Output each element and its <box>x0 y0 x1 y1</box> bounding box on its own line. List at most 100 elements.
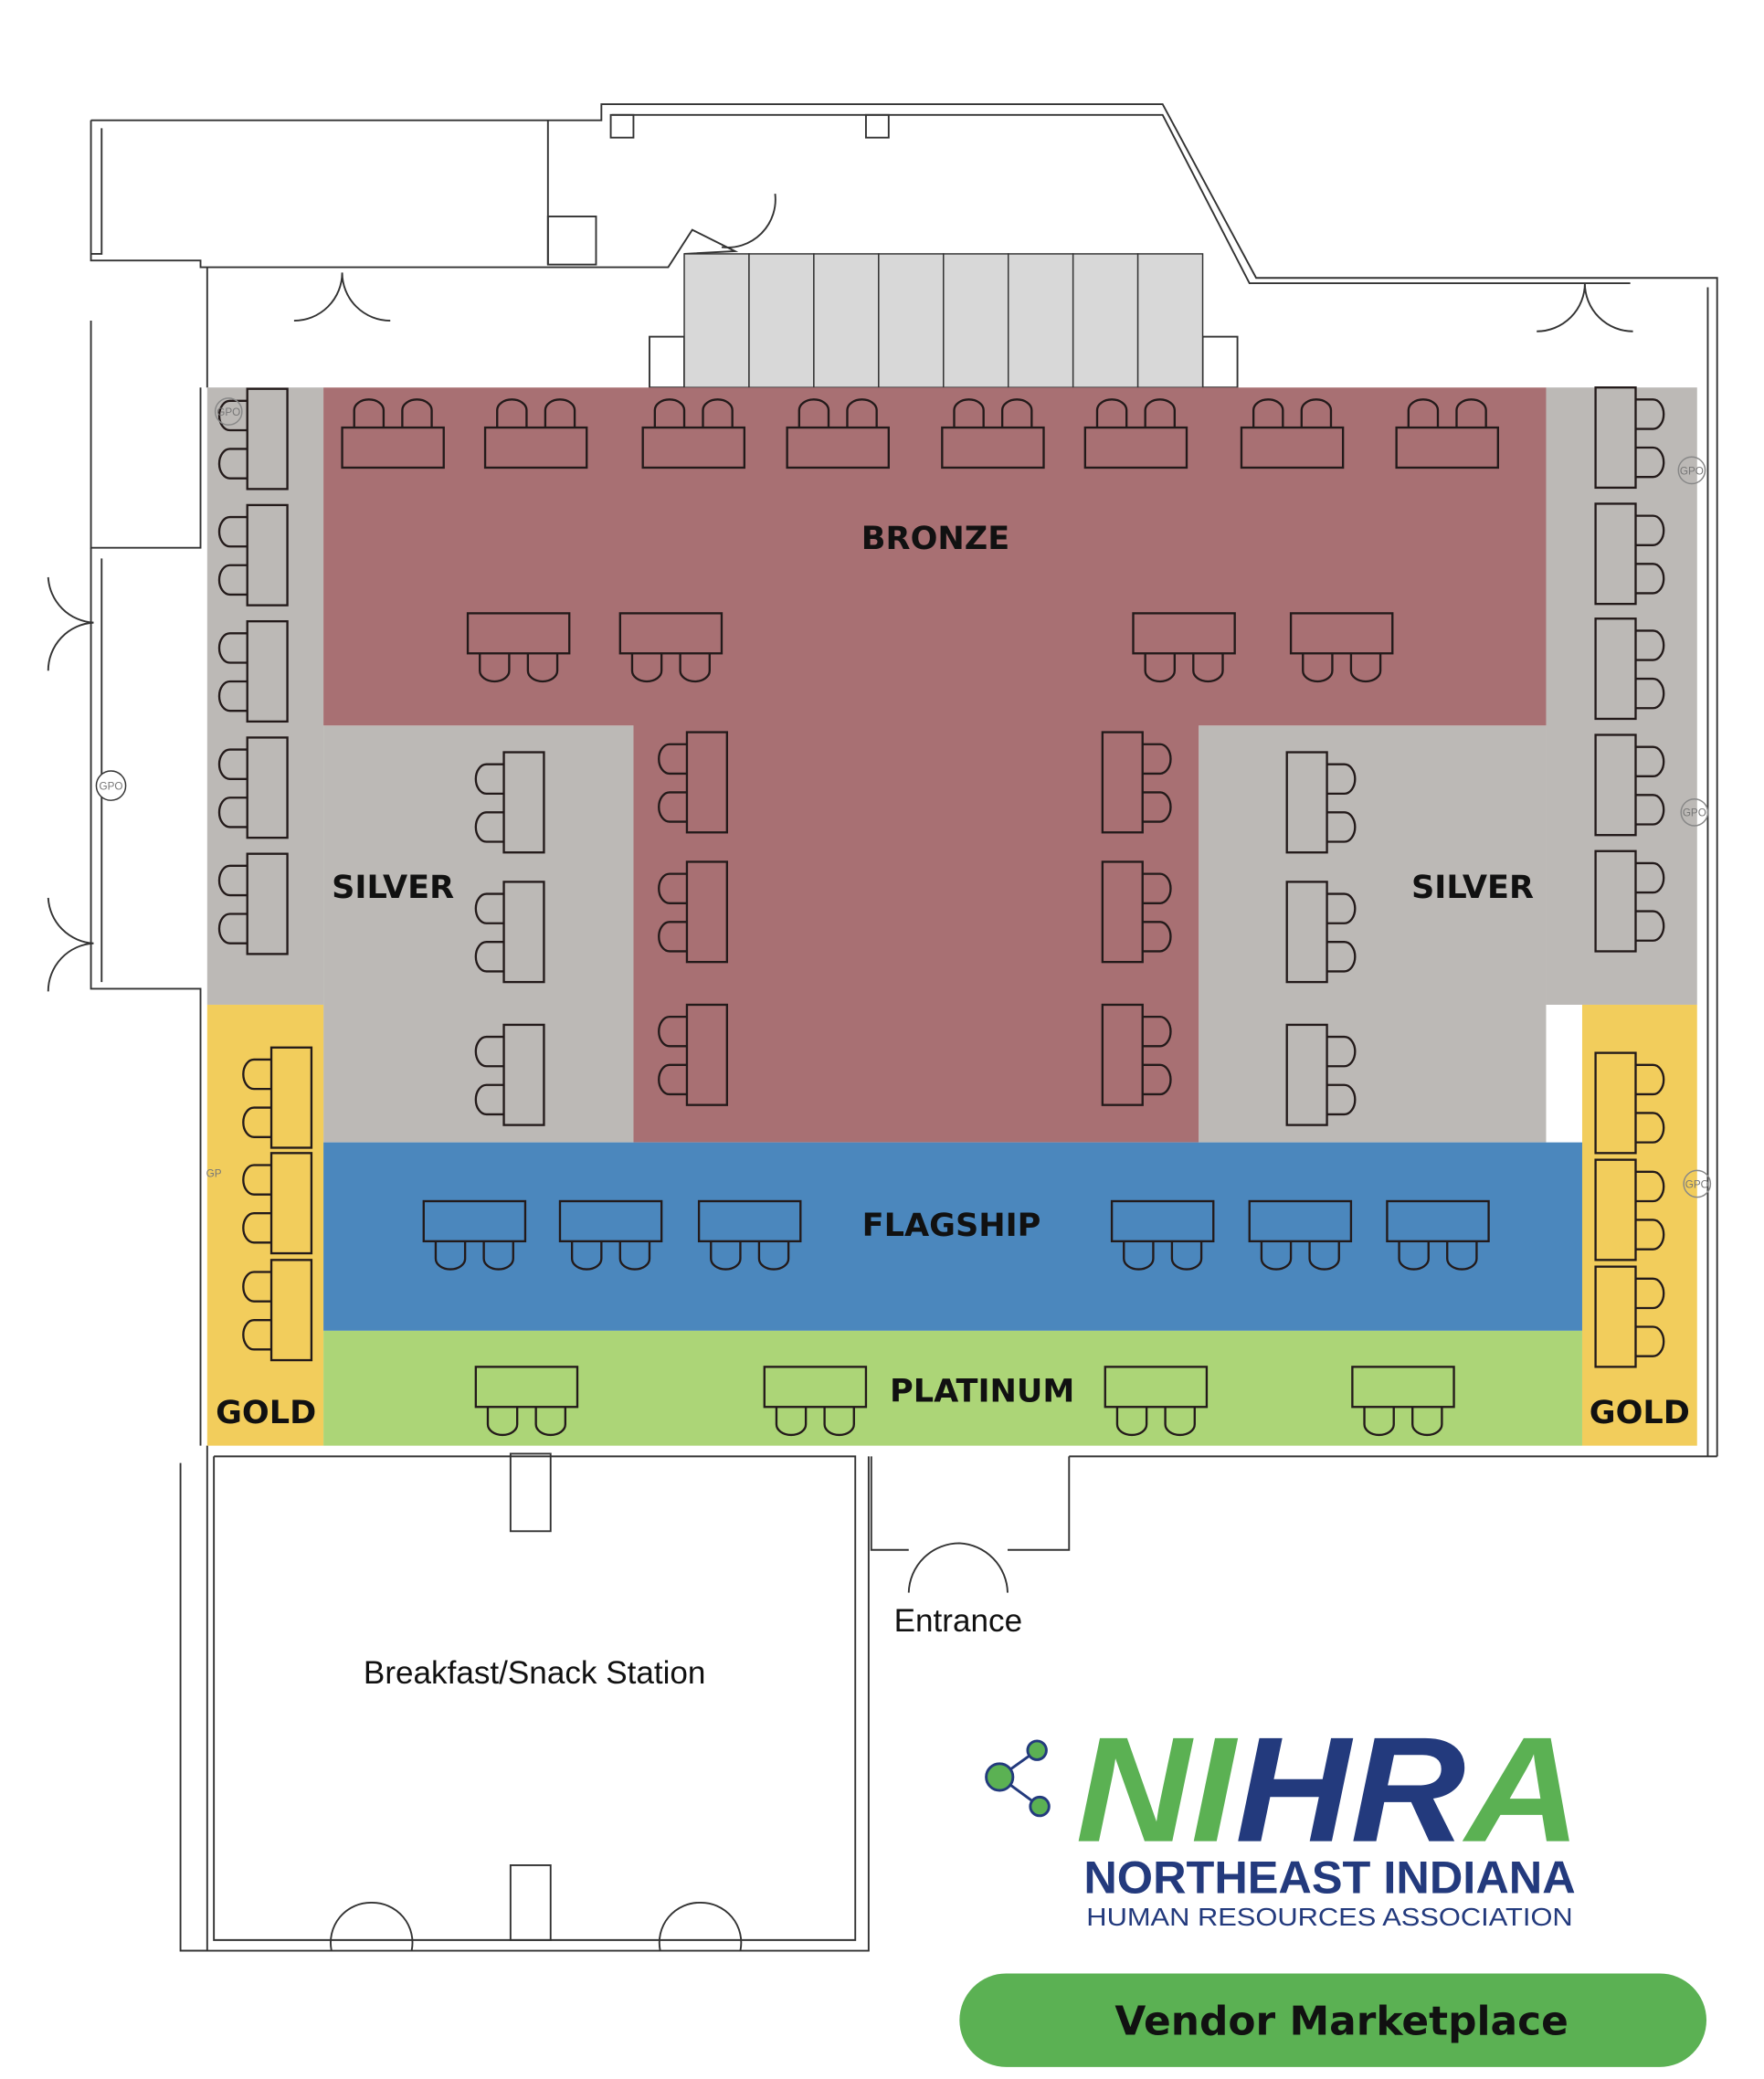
zone-flagship <box>323 1142 1582 1331</box>
vendor-table <box>1594 1158 1665 1261</box>
stage-panel <box>813 253 880 388</box>
vendor-table <box>1110 1199 1215 1271</box>
vendor-table <box>483 398 588 470</box>
chair <box>618 1240 651 1271</box>
chair <box>757 1240 790 1271</box>
vendor-table <box>1594 1265 1665 1368</box>
chair <box>1115 1407 1148 1437</box>
chair <box>1635 398 1665 430</box>
vendor-table <box>786 398 890 470</box>
chair <box>242 1211 272 1244</box>
stage-panel <box>1136 253 1204 388</box>
chair <box>1635 1170 1665 1203</box>
chair <box>1142 1015 1172 1048</box>
chair <box>1142 791 1172 823</box>
chair <box>242 1271 272 1303</box>
chair <box>1635 563 1665 595</box>
chair <box>1095 398 1128 428</box>
vendor-table <box>1248 1199 1353 1271</box>
chair <box>1635 861 1665 894</box>
vendor-tables <box>217 386 1665 1437</box>
vendor-table <box>466 612 571 683</box>
vendor-table <box>1386 1199 1490 1271</box>
chair <box>1635 629 1665 661</box>
vendor-table <box>1594 617 1665 721</box>
chair <box>1164 1407 1196 1437</box>
vendor-table <box>1285 881 1357 984</box>
vendor-table <box>1594 386 1665 490</box>
vendor-table <box>1594 850 1665 953</box>
stage <box>683 253 1204 388</box>
chair <box>1635 745 1665 778</box>
chair <box>1326 811 1357 843</box>
vendor-table <box>1083 398 1188 470</box>
chair <box>217 748 248 780</box>
stage-panel <box>1007 253 1074 388</box>
chair <box>434 1240 467 1271</box>
chair <box>1144 653 1177 683</box>
chair <box>1635 1325 1665 1357</box>
chair <box>658 743 687 776</box>
chair <box>353 398 386 428</box>
bronze-label: BRONZE <box>861 520 1009 557</box>
chair <box>217 680 248 712</box>
zone-silver-left-strip <box>206 387 324 1005</box>
vendor-table <box>658 860 728 964</box>
network-people-icon <box>985 1739 1051 1818</box>
chair <box>1635 794 1665 826</box>
chair <box>797 398 830 428</box>
chair <box>1635 514 1665 546</box>
vendor-table <box>558 1199 663 1271</box>
zone-silver-right <box>1199 725 1547 1143</box>
gpo-outlet: GPO <box>1683 1169 1712 1198</box>
chair <box>1326 763 1357 796</box>
vendor-table <box>242 1152 313 1255</box>
chair <box>217 399 248 432</box>
chair <box>1635 446 1665 479</box>
vendor-table <box>1104 1366 1209 1437</box>
zone-platinum <box>323 1330 1582 1446</box>
chair <box>534 1407 567 1437</box>
chair <box>217 797 248 828</box>
silver-left-label: SILVER <box>332 869 454 906</box>
chair <box>658 872 687 904</box>
vendor-table <box>242 1046 313 1149</box>
vendor-table <box>217 619 289 723</box>
chair <box>1635 1219 1665 1251</box>
chair <box>1363 1407 1395 1437</box>
chair <box>217 515 248 548</box>
chair <box>544 398 576 428</box>
vendor-table <box>658 731 728 834</box>
chair <box>1142 1063 1172 1096</box>
gp-outlet: GP <box>206 1168 222 1180</box>
vendor-table <box>618 612 724 683</box>
vendor-table <box>242 1259 313 1362</box>
chair <box>1308 1240 1340 1271</box>
vendor-table <box>1351 1366 1455 1437</box>
chair <box>658 1063 687 1096</box>
zone-gold-right <box>1581 1004 1697 1446</box>
chair <box>1300 398 1333 428</box>
vendor-table <box>641 398 746 470</box>
chair <box>1635 1063 1665 1096</box>
chair <box>482 1240 514 1271</box>
chair <box>653 398 686 428</box>
chair <box>1326 941 1357 973</box>
chair <box>474 1083 504 1116</box>
chair <box>242 1106 272 1138</box>
chair <box>1407 398 1440 428</box>
chair <box>474 941 504 973</box>
chair <box>679 653 711 683</box>
chair <box>570 1240 603 1271</box>
zone-gold-left <box>206 1004 324 1446</box>
chair <box>775 1407 808 1437</box>
stage-panel <box>748 253 815 388</box>
building-walls <box>47 103 1718 1952</box>
gpo-outlet: GPO <box>95 770 127 801</box>
vendor-table <box>1285 1023 1357 1126</box>
gpo-outlet: GPO <box>1680 797 1709 827</box>
chair <box>823 1407 855 1437</box>
chair <box>474 811 504 843</box>
chair <box>486 1407 519 1437</box>
